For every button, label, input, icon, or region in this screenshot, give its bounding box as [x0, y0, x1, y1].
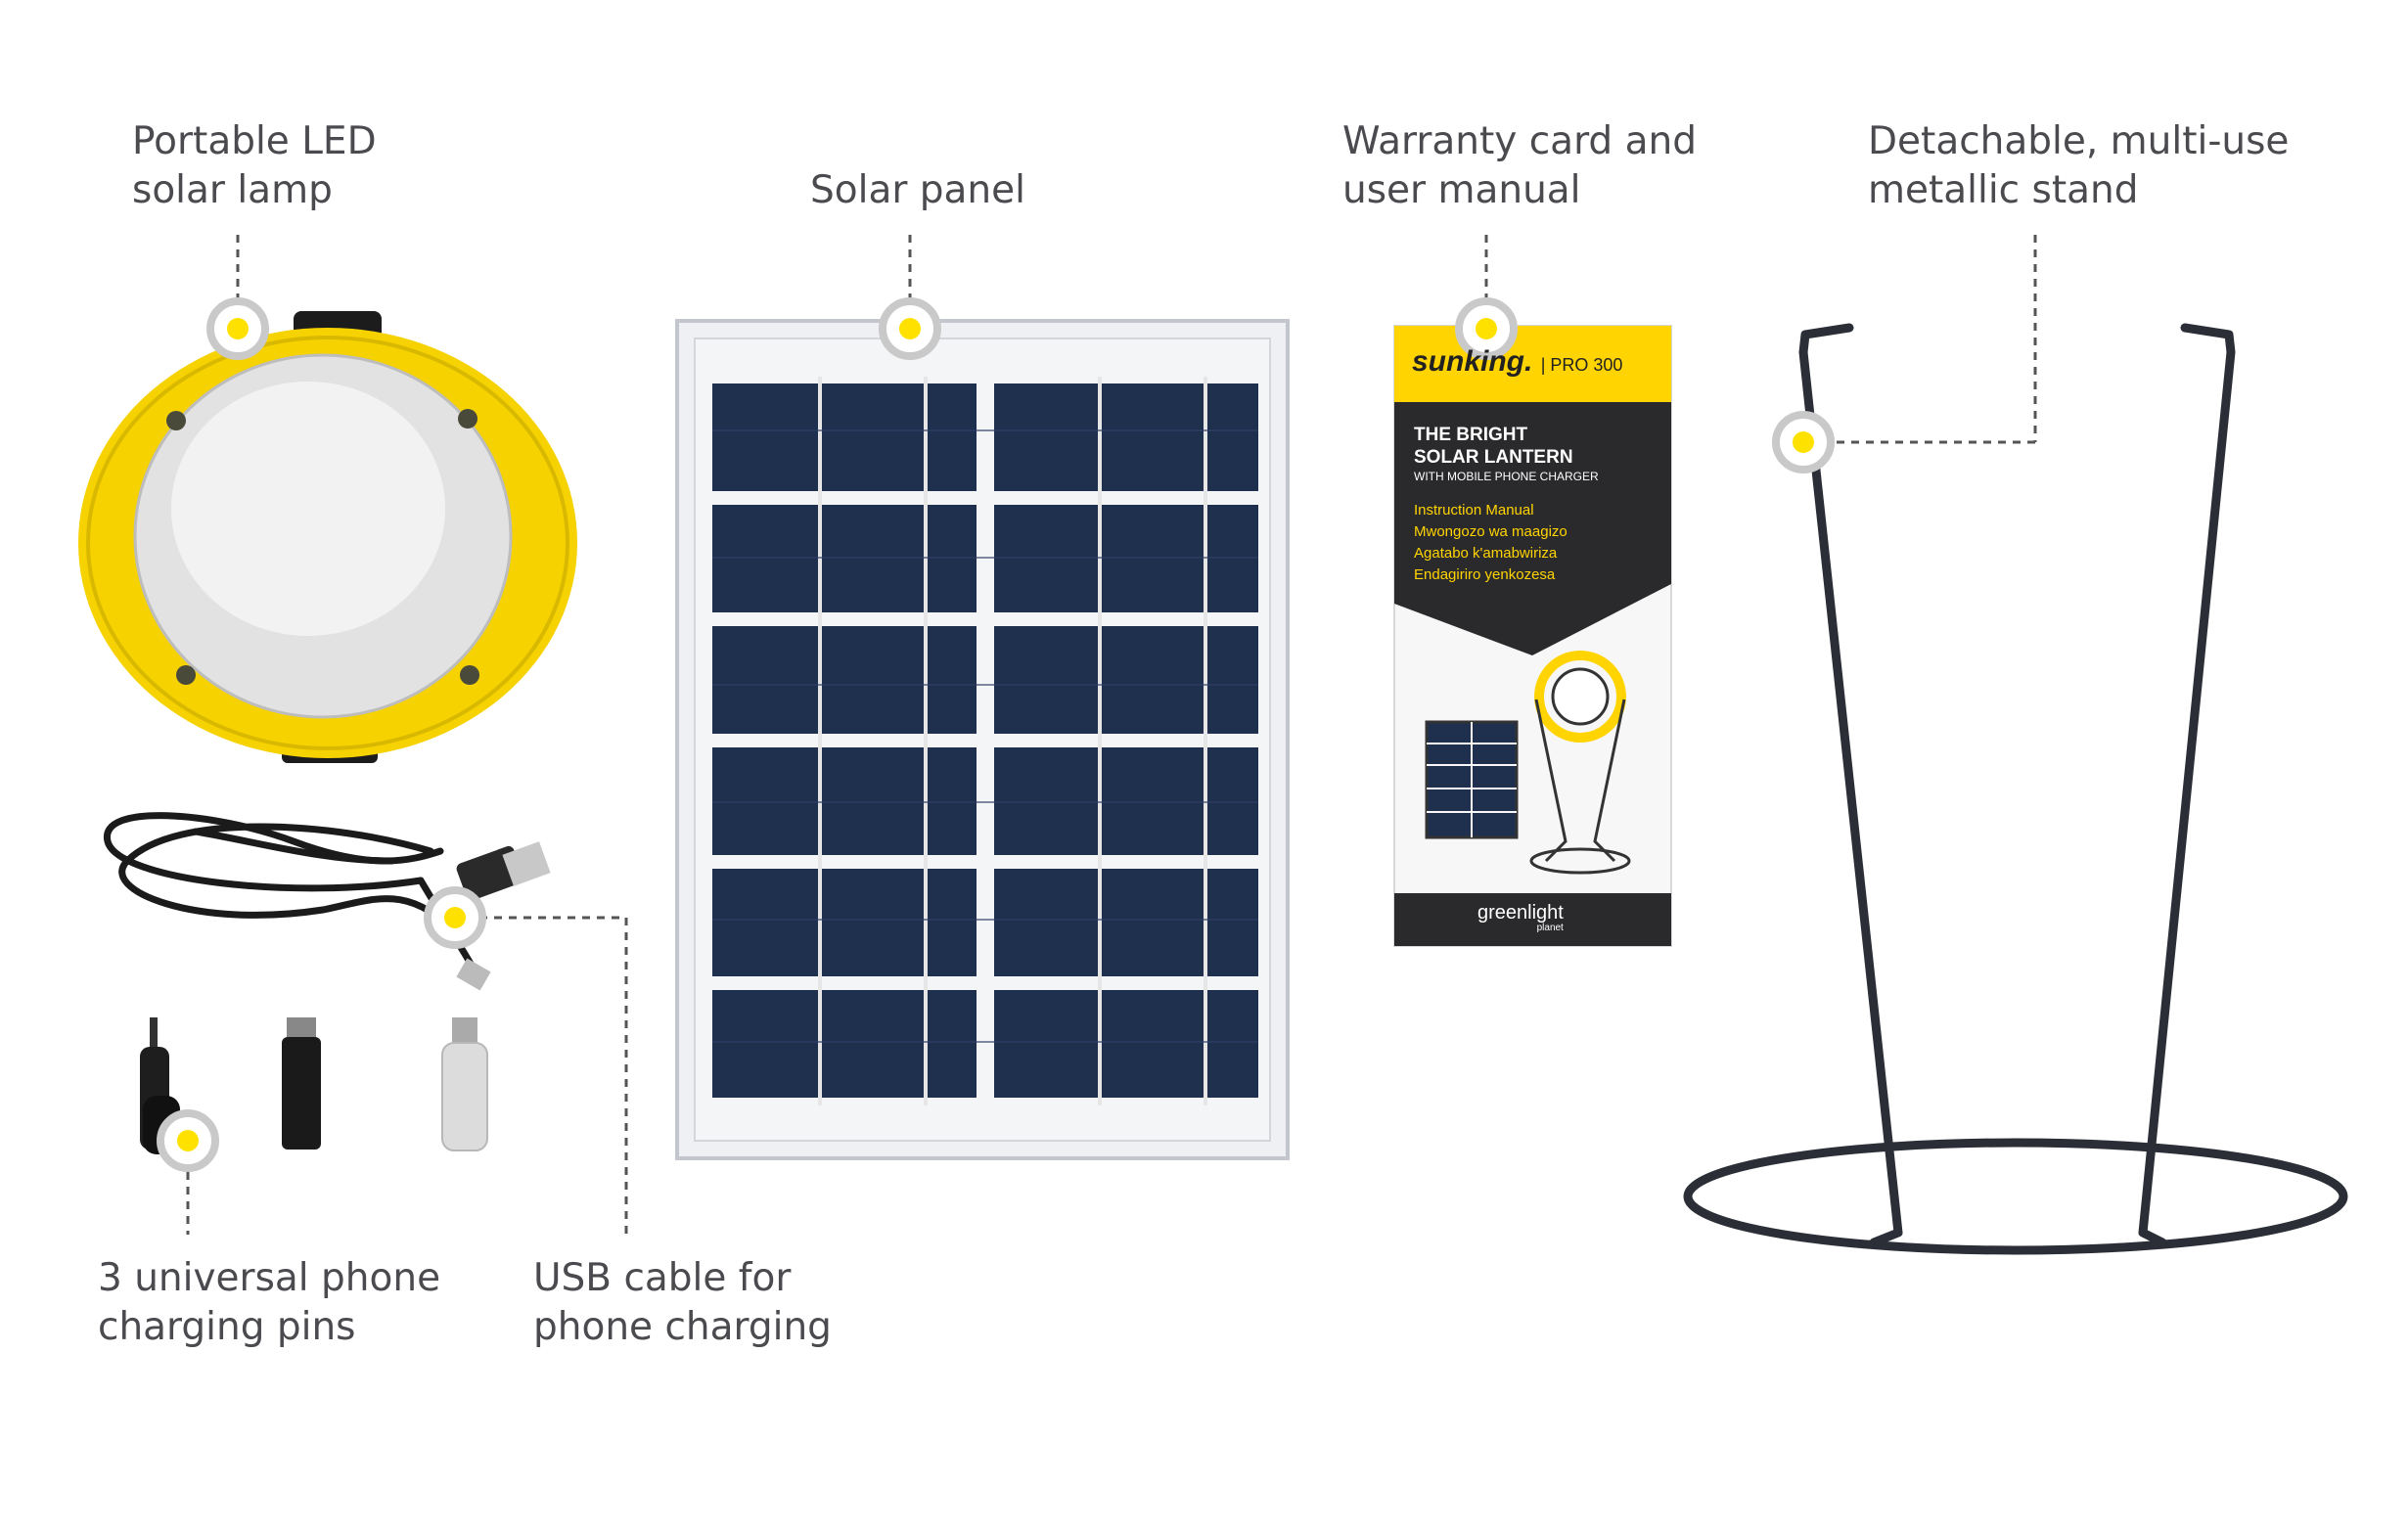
callout-lamp-line1: Portable LED: [132, 119, 377, 163]
callout-panel-line1: Solar panel: [810, 168, 1025, 212]
manual-title-line2: SOLAR LANTERN: [1414, 447, 1573, 468]
manual-title: THE BRIGHT SOLAR LANTERN WITH MOBILE PHO…: [1414, 424, 1599, 484]
manual-card-text: sunking. | PRO 300 THE BRIGHT SOLAR LANT…: [1394, 326, 1671, 946]
metal-stand-icon: [1683, 323, 2348, 1255]
callout-lamp-line2: solar lamp: [132, 168, 333, 212]
manual-language-item: Instruction Manual: [1414, 502, 1534, 519]
callout-lamp: Portable LED solar lamp: [132, 117, 377, 215]
manual-language-item: Endagiriro yenkozesa: [1414, 566, 1556, 583]
callout-usb-line2: phone charging: [533, 1305, 832, 1349]
leader-lines: [186, 235, 2037, 1235]
manual-language-item: Mwongozo wa maagizo: [1414, 523, 1567, 540]
solar-panel-icon: [675, 319, 1290, 1160]
callout-manual-line2: user manual: [1342, 168, 1581, 212]
manual-marker-icon[interactable]: [1455, 297, 1518, 360]
manual-title-line1: THE BRIGHT: [1414, 425, 1528, 445]
callout-pins: 3 universal phone charging pins: [98, 1254, 440, 1352]
callout-stand-line2: metallic stand: [1868, 168, 2139, 212]
panel-marker-icon[interactable]: [879, 297, 941, 360]
callout-panel: Solar panel: [810, 166, 1025, 215]
callout-pins-line2: charging pins: [98, 1305, 356, 1349]
manual-subtitle: WITH MOBILE PHONE CHARGER: [1414, 470, 1599, 483]
usb-cable-icon: [104, 812, 483, 982]
manual-model: | PRO 300: [1540, 355, 1623, 375]
callout-manual-line1: Warranty card and: [1342, 119, 1697, 163]
lamp-marker-icon[interactable]: [206, 297, 269, 360]
manual-brand: sunking. | PRO 300: [1412, 345, 1622, 379]
callout-manual: Warranty card and user manual: [1342, 117, 1697, 215]
manual-footer-sub: planet: [1536, 923, 1564, 933]
manual-brand-name: sunking.: [1412, 345, 1533, 378]
manual-footer: greenlight planet: [1477, 903, 1564, 934]
callout-usb-line1: USB cable for: [533, 1256, 792, 1300]
callout-stand: Detachable, multi-use metallic stand: [1868, 117, 2289, 215]
stand-marker-icon[interactable]: [1772, 411, 1835, 473]
solar-lamp-icon: [78, 311, 577, 763]
manual-footer-brand: greenlight: [1477, 902, 1564, 924]
usb-marker-icon[interactable]: [424, 886, 486, 949]
manual-language-item: Agatabo k'amabwiriza: [1414, 545, 1558, 562]
pins-marker-icon[interactable]: [157, 1109, 219, 1172]
manual-card-icon: [1393, 325, 1672, 947]
callout-pins-line1: 3 universal phone: [98, 1256, 441, 1300]
manual-languages: Instruction Manual Mwongozo wa maagizo A…: [1414, 500, 1567, 586]
callout-usb: USB cable for phone charging: [533, 1254, 832, 1352]
callout-stand-line1: Detachable, multi-use: [1868, 119, 2290, 163]
